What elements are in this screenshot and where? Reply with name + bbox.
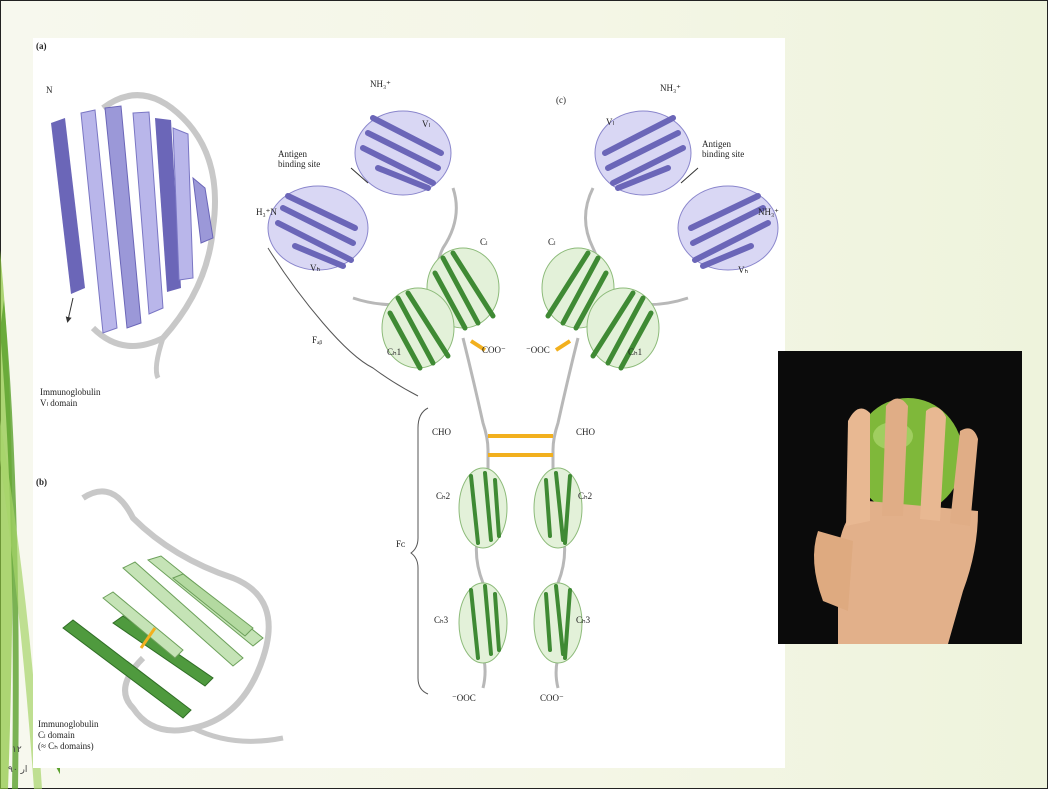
vl-caption-line2: Vₗ domain (40, 399, 77, 409)
nh3-right-side-label: NH₃⁺ (758, 208, 779, 218)
cho-right-label: CHO (576, 428, 595, 438)
ooc-bottom-label: ⁻OOC (452, 694, 476, 704)
n-terminus-label: N (46, 86, 53, 96)
vh-left-label: Vₕ (310, 264, 320, 274)
coo-right-label: ⁻OOC (526, 346, 550, 356)
ch1-right-label: Cₕ1 (628, 348, 642, 358)
panel-a-tag: (a) (36, 42, 47, 52)
panel-b-tag: (b) (36, 478, 47, 488)
ch2-left-domain (459, 468, 507, 548)
cl-domain-ribbon (63, 491, 283, 741)
antibody-chains (268, 111, 778, 694)
vl-domain-ribbon (51, 95, 215, 378)
hand-apple-illustration (778, 351, 1022, 644)
panel-c-tag: (c) (556, 96, 566, 106)
nh3-left-side-label: H₃⁺N (256, 208, 277, 218)
slide-number-line2: ار ٩٠ (8, 765, 27, 775)
ch2-right-domain (534, 468, 582, 548)
coo-left-label: COO⁻ (482, 346, 506, 356)
nh3-right-top-label: NH₃⁺ (660, 84, 681, 94)
fc-label: Fᴄ (396, 540, 405, 550)
vl-caption-line1: Immunoglobulin (40, 388, 101, 398)
antigen-right-label: Antigen binding site (702, 140, 744, 160)
cl-left-label: Cₗ (480, 238, 488, 248)
ch3-left-label: Cₕ3 (434, 616, 448, 626)
ch2-left-label: Cₕ2 (436, 492, 450, 502)
ch1-right-domain (587, 288, 659, 368)
ch3-right-domain (534, 583, 582, 663)
ch2-right-label: Cₕ2 (578, 492, 592, 502)
fab-label: Fₐᵦ (312, 336, 322, 346)
cl-caption-line2: Cₗ domain (38, 731, 75, 741)
vl-left-domain (355, 111, 451, 195)
antigen-left-label: Antigen binding site (278, 150, 320, 170)
ch3-right-label: Cₕ3 (576, 616, 590, 626)
ch1-left-label: Cₕ1 (387, 348, 401, 358)
vh-right-label: Vₕ (738, 266, 748, 276)
disulfide-bond-right (556, 341, 570, 350)
vl-right-label: Vₗ (606, 118, 614, 128)
ch3-left-domain (459, 583, 507, 663)
cl-caption-line1: Immunoglobulin (38, 720, 99, 730)
fc-brace (411, 408, 428, 694)
vh-left-domain (268, 186, 368, 270)
cl-caption-line3: (≈ Cₕ domains) (38, 742, 94, 752)
nh3-left-top-label: NH₃⁺ (370, 80, 391, 90)
cl-right-label: Cₗ (548, 238, 556, 248)
hand-apple-photo (778, 351, 1022, 644)
slide-number-line1: ١٢ (12, 745, 22, 755)
coo-bottom-label: COO⁻ (540, 694, 564, 704)
antibody-structure-diagram (33, 38, 785, 768)
vl-left-label: Vₗ (422, 120, 430, 130)
cho-left-label: CHO (432, 428, 451, 438)
vh-right-domain (678, 186, 778, 270)
